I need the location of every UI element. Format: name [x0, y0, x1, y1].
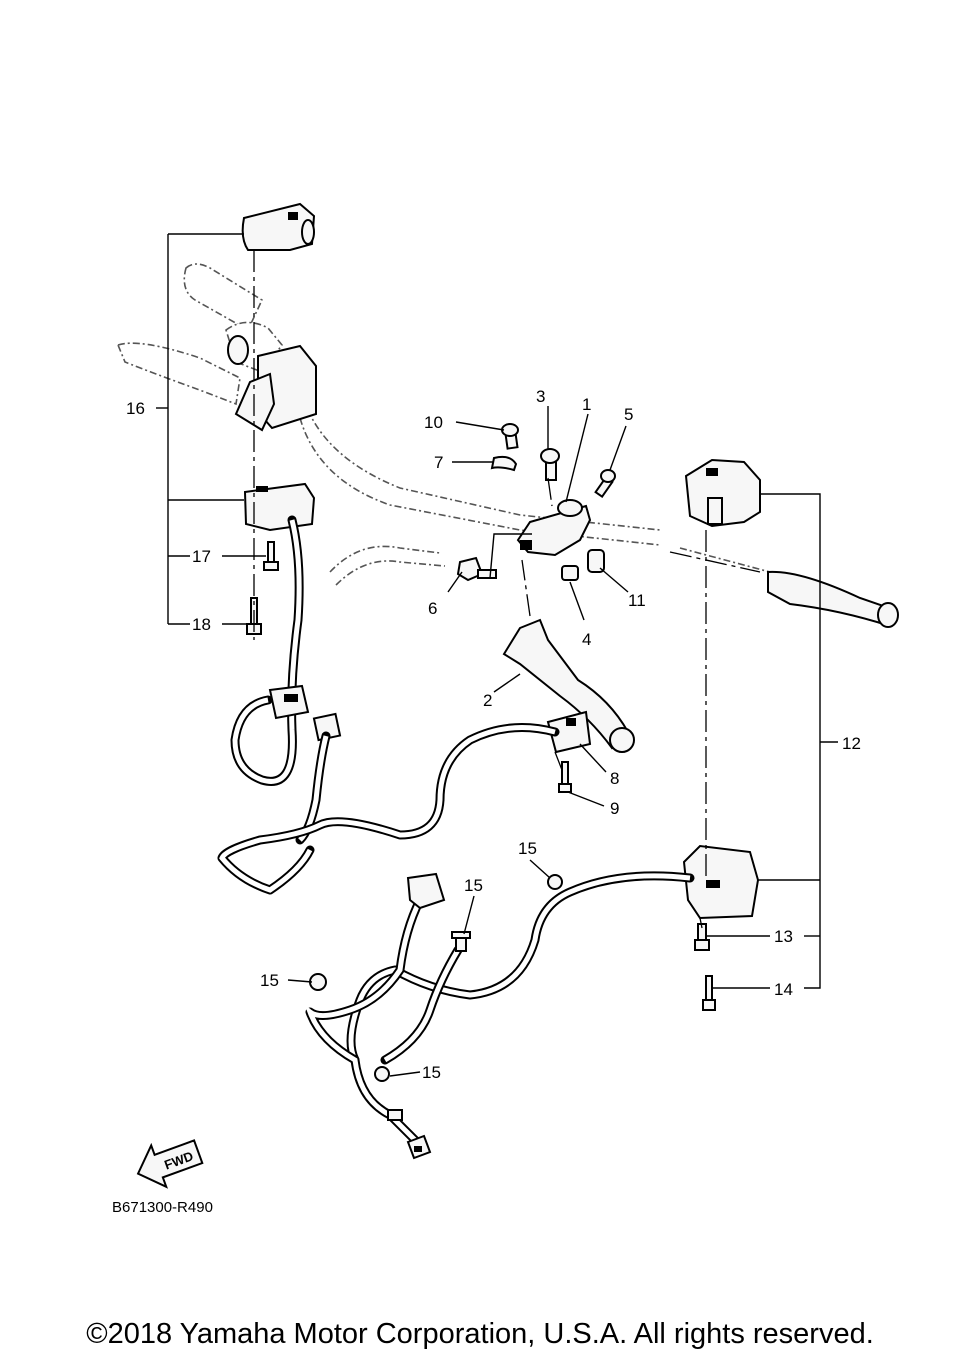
lever-holder-assembly — [456, 423, 635, 793]
callout-9: 9 — [610, 799, 619, 818]
callout-15-d: 15 — [422, 1063, 441, 1082]
handlebar-ghost — [116, 263, 771, 586]
callout-8: 8 — [610, 769, 619, 788]
callout-7: 7 — [434, 453, 443, 472]
callout-3: 3 — [536, 387, 545, 406]
left-switch-assembly — [227, 202, 342, 845]
callout-17: 17 — [192, 547, 211, 566]
center-lines — [253, 250, 761, 929]
callout-4: 4 — [582, 630, 591, 649]
callout-5: 5 — [624, 405, 633, 424]
callout-14: 14 — [774, 980, 793, 999]
right-switch-assembly — [682, 458, 899, 1011]
leader-lines — [156, 233, 838, 1077]
drawing-code: B671300-R490 — [112, 1199, 213, 1216]
fwd-arrow: FWD — [136, 1139, 204, 1189]
callout-10: 10 — [424, 413, 443, 432]
callout-16: 16 — [126, 399, 145, 418]
copyright-notice: ©2018 Yamaha Motor Corporation, U.S.A. A… — [86, 1318, 874, 1350]
callout-labels: 1 2 3 4 5 6 7 8 9 10 11 12 13 14 15 15 1… — [126, 387, 861, 1082]
callout-13: 13 — [774, 927, 793, 946]
callout-15-c: 15 — [260, 971, 279, 990]
callout-1: 1 — [582, 395, 591, 414]
callout-6: 6 — [428, 599, 437, 618]
callout-2: 2 — [483, 691, 492, 710]
callout-15-b: 15 — [464, 876, 483, 895]
callout-18: 18 — [192, 615, 211, 634]
callout-15-a: 15 — [518, 839, 537, 858]
wire-harness — [217, 723, 695, 1160]
callout-11: 11 — [628, 591, 646, 610]
callout-12: 12 — [842, 734, 861, 753]
